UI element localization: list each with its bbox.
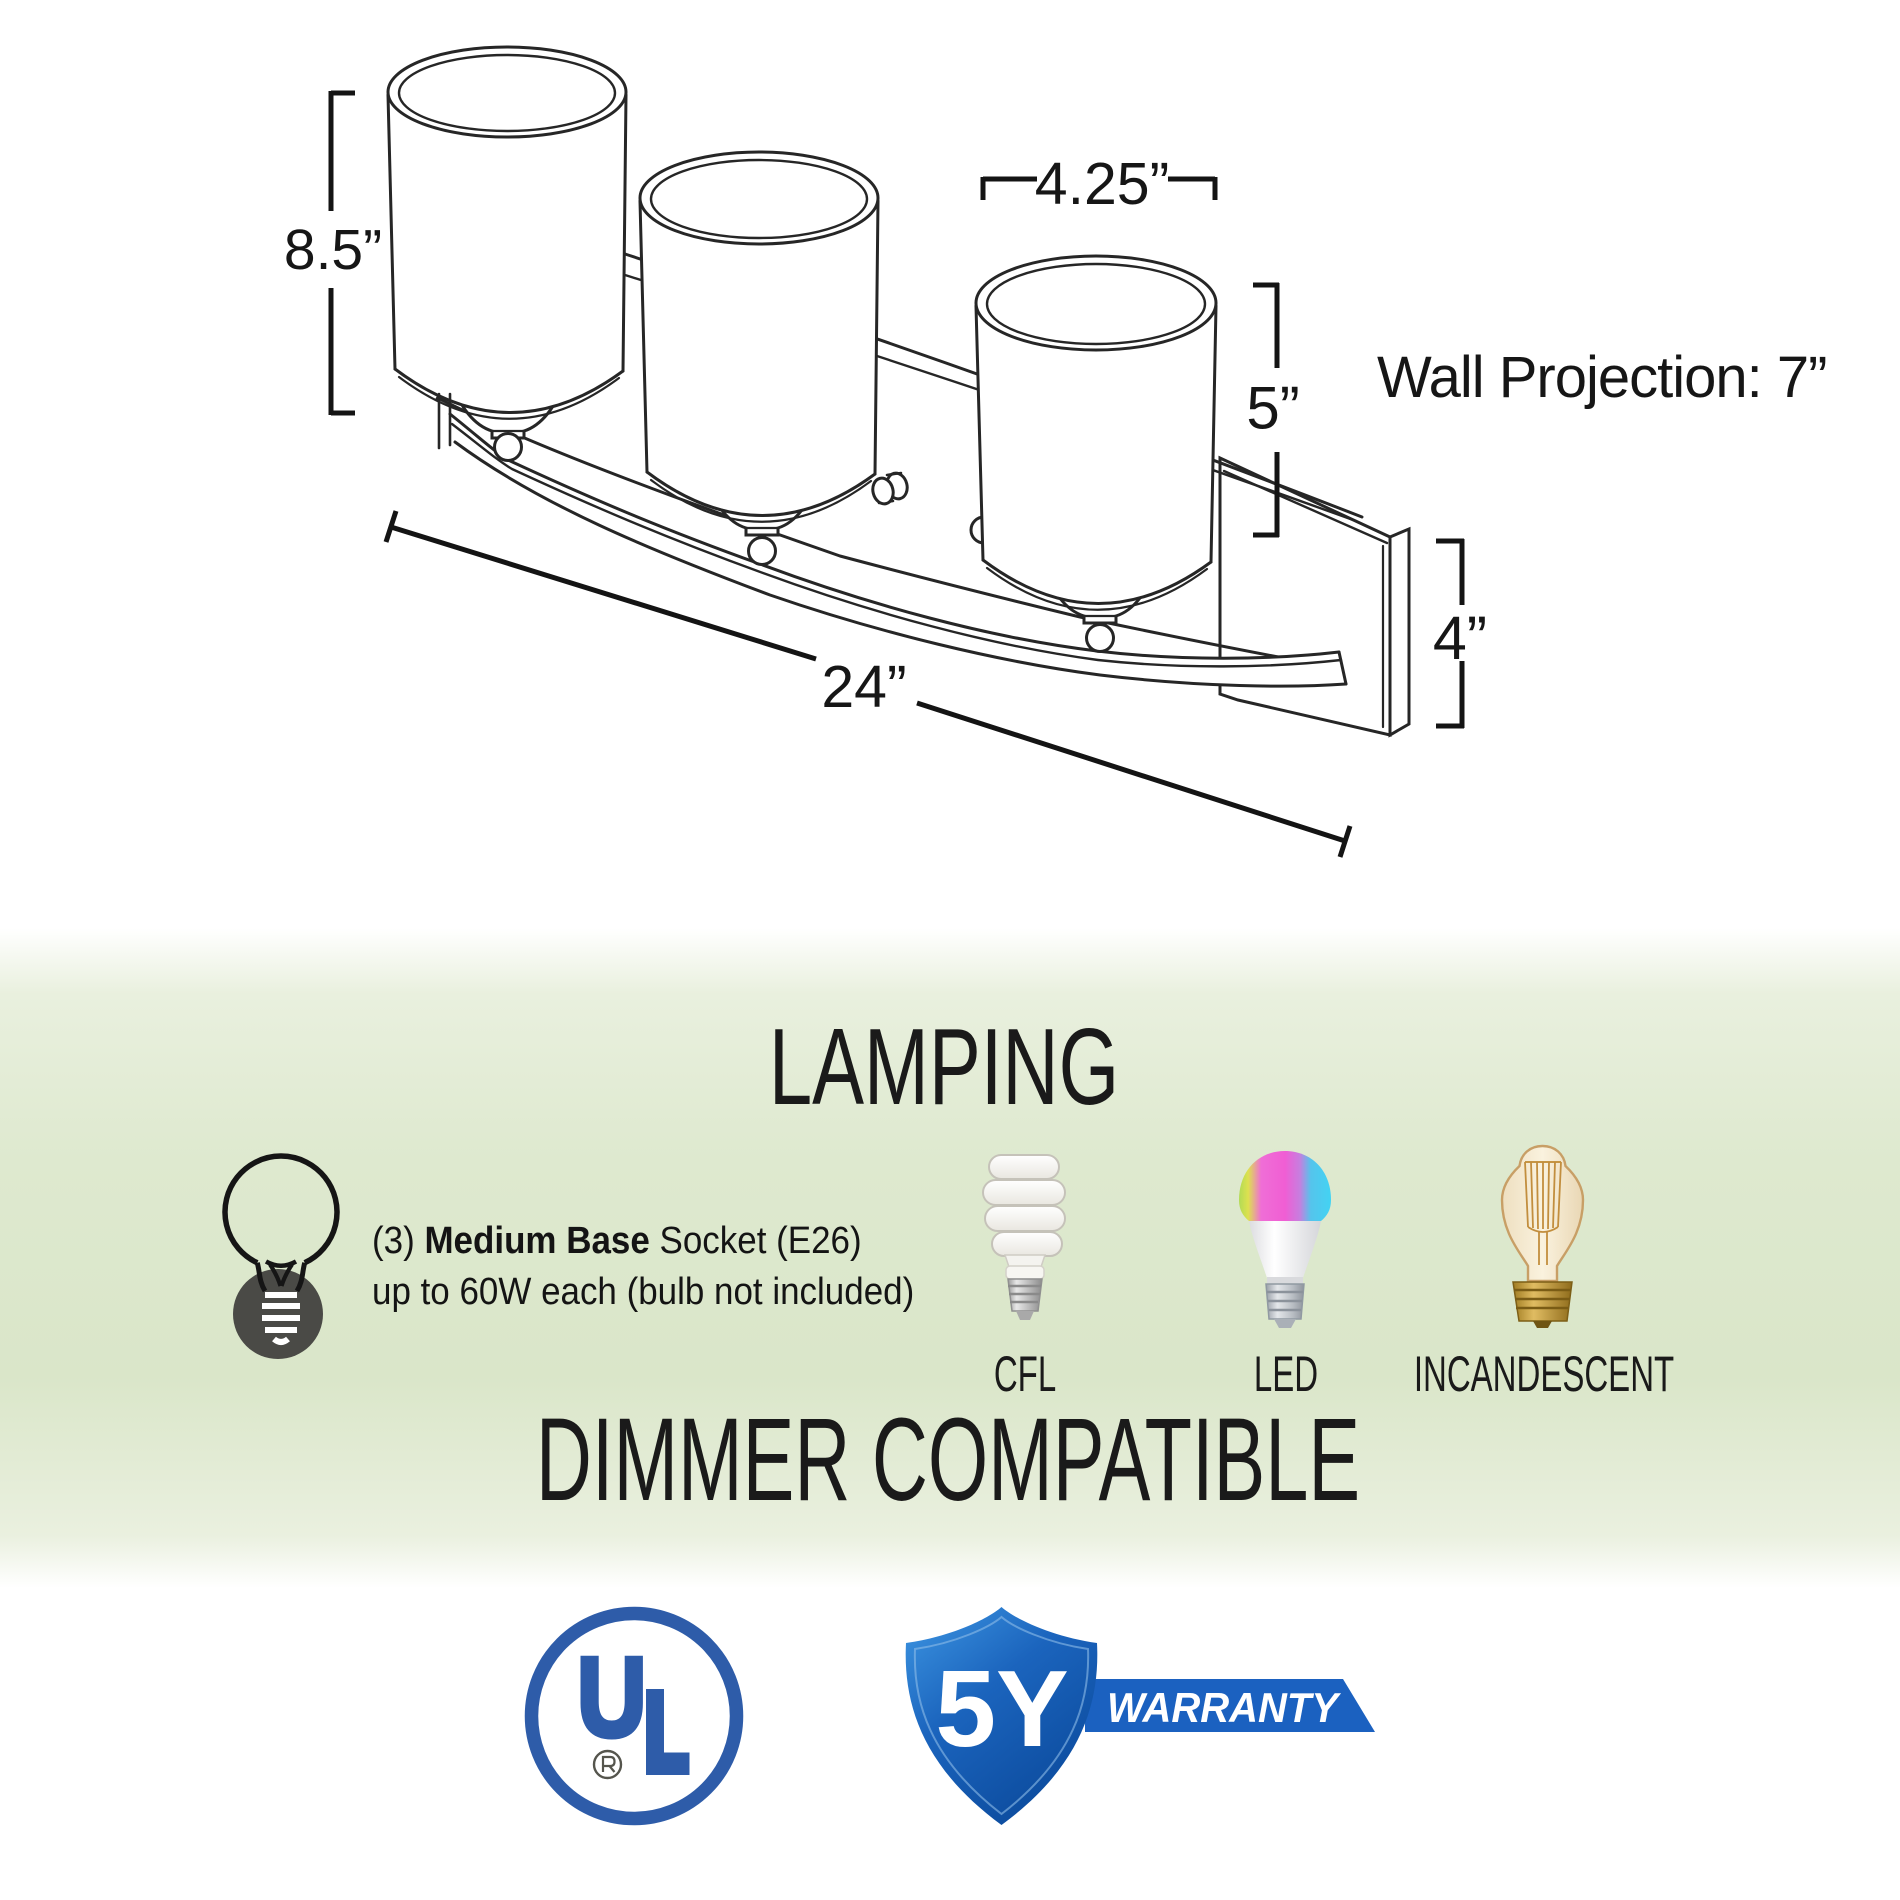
svg-text:WARRANTY: WARRANTY [1107, 1684, 1342, 1731]
svg-text:5Y: 5Y [935, 1648, 1068, 1770]
